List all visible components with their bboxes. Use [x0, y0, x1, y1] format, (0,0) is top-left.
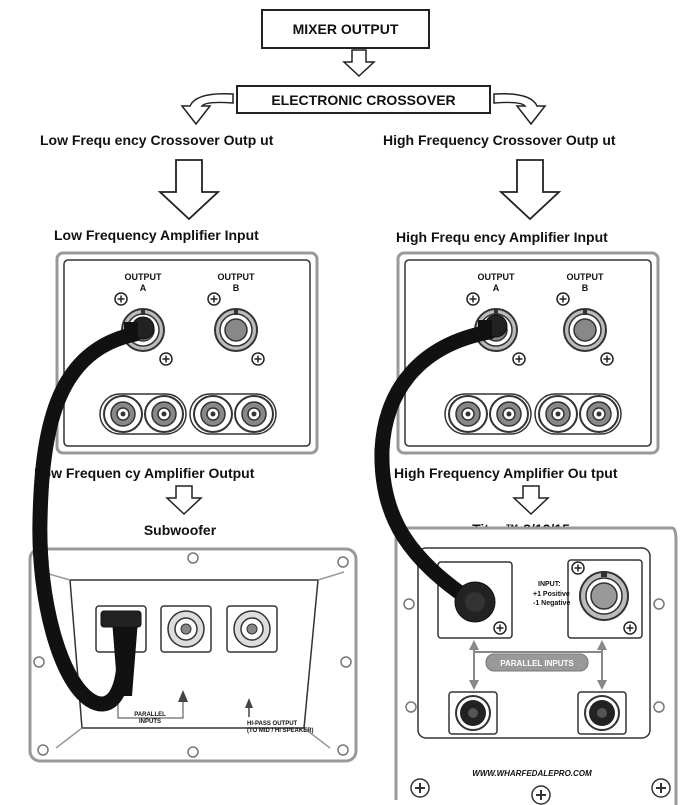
speakon-output-b-icon: [563, 308, 607, 352]
jack-icon: [103, 395, 143, 433]
small-down-arrow-right-icon: [512, 485, 550, 516]
hi-pass-line1: HI-PASS OUTPUT: [247, 721, 298, 727]
screw-icon: [623, 621, 637, 635]
high-output-a-letter: A: [493, 283, 500, 293]
cable-low-frequency: [32, 316, 155, 712]
low-output-a-title: OUTPUT: [125, 272, 163, 282]
website-label: WWW.WHARFEDALEPRO.COM: [472, 769, 592, 778]
screw-icon: [512, 352, 526, 366]
subwoofer-panel: PARALLEL INPUTS HI-PASS OUTPUT (TO MID /…: [28, 547, 358, 763]
input-positive: +1 Positive: [533, 591, 570, 598]
high-amp-output-label: High Frequency Amplifier Ou tput: [394, 465, 618, 481]
high-output-b-title: OUTPUT: [567, 272, 605, 282]
high-output-a-title: OUTPUT: [478, 272, 516, 282]
big-down-arrow-left-icon: [157, 159, 221, 221]
parallel-inputs-line2: INPUTS: [139, 719, 161, 725]
small-down-arrow-left-icon: [165, 485, 203, 516]
curved-arrow-left-icon: [180, 93, 234, 126]
screw-icon: [556, 292, 570, 306]
parallel-inputs-label: PARALLEL INPUTS: [500, 659, 574, 668]
screw-icon: [251, 352, 265, 366]
low-output-b-title: OUTPUT: [218, 272, 256, 282]
jack-icon: [448, 395, 488, 433]
electronic-crossover-box: ELECTRONIC CROSSOVER: [236, 85, 491, 114]
low-amp-output-label: Low Frequen cy Amplifier Output: [34, 465, 255, 481]
input-title: INPUT:: [538, 581, 561, 588]
hi-pass-line2: (TO MID / HI SPEAKER): [247, 728, 314, 734]
screw-icon: [466, 292, 480, 306]
input-negative: -1 Negative: [533, 600, 570, 607]
mixer-output-label: MIXER OUTPUT: [293, 21, 399, 37]
high-crossover-output-label: High Frequency Crossover Outp ut: [383, 132, 616, 148]
jack-icon: [193, 395, 233, 433]
subwoofer-label: Subwoofer: [144, 522, 217, 538]
screw-icon: [571, 561, 585, 575]
high-amp-panel: OUTPUT A OUTPUT B: [396, 251, 660, 455]
jack-icon: [489, 395, 529, 433]
jack-icon: [234, 395, 274, 433]
low-amp-input-label: Low Frequency Amplifier Input: [54, 227, 259, 243]
cable-high-frequency: [374, 314, 508, 623]
screw-icon: [114, 292, 128, 306]
high-output-b-letter: B: [582, 283, 589, 293]
jack-icon: [538, 395, 578, 433]
speakon-output-b-icon: [214, 308, 258, 352]
screw-icon: [600, 352, 614, 366]
jack-icon: [579, 395, 619, 433]
high-amp-input-label: High Frequ ency Amplifier Input: [396, 229, 608, 245]
low-amp-panel: OUTPUT A OUTPUT B: [55, 251, 319, 455]
down-arrow-icon: [342, 49, 376, 78]
parallel-inputs-line1: PARALLEL: [134, 712, 166, 718]
jack-icon: [144, 395, 184, 433]
screw-icon: [207, 292, 221, 306]
screw-icon: [159, 352, 173, 366]
mixer-output-box: MIXER OUTPUT: [261, 9, 430, 49]
electronic-crossover-label: ELECTRONIC CROSSOVER: [271, 92, 455, 108]
curved-arrow-right-icon: [493, 93, 547, 126]
screw-icon: [493, 621, 507, 635]
low-output-a-letter: A: [140, 283, 147, 293]
big-down-arrow-right-icon: [498, 159, 562, 221]
low-output-b-letter: B: [233, 283, 240, 293]
low-crossover-output-label: Low Frequ ency Crossover Outp ut: [40, 132, 274, 148]
